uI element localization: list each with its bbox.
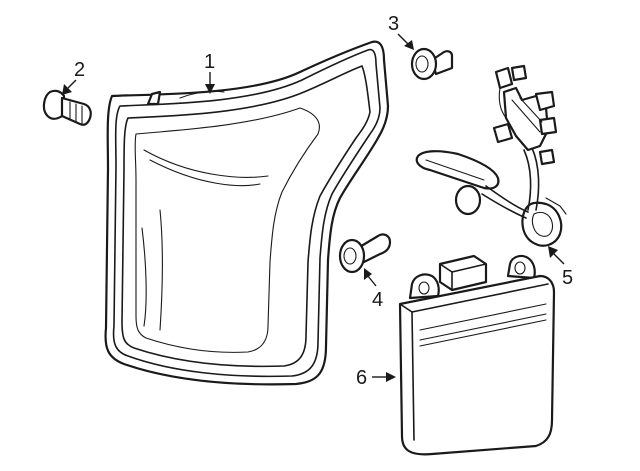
wiring-harness: [415, 64, 567, 247]
tail-lamp-assembly: [104, 40, 390, 386]
bolt-fastener: [410, 47, 454, 81]
callout-3: 3: [388, 13, 414, 50]
callout-6: 6: [356, 367, 396, 389]
callout-label-2: 2: [74, 59, 85, 81]
callout-1: 1: [204, 51, 215, 94]
callout-label-1: 1: [204, 51, 215, 73]
control-module: [398, 254, 556, 456]
callout-label-4: 4: [372, 289, 383, 311]
callout-label-3: 3: [388, 13, 399, 35]
callout-5: 5: [548, 246, 573, 289]
callout-4: 4: [364, 268, 383, 311]
callout-label-5: 5: [562, 267, 573, 289]
callout-2: 2: [62, 59, 85, 95]
bolt-fastener-2: [338, 233, 392, 274]
screw-fastener: [42, 89, 92, 126]
callout-label-6: 6: [356, 367, 367, 389]
